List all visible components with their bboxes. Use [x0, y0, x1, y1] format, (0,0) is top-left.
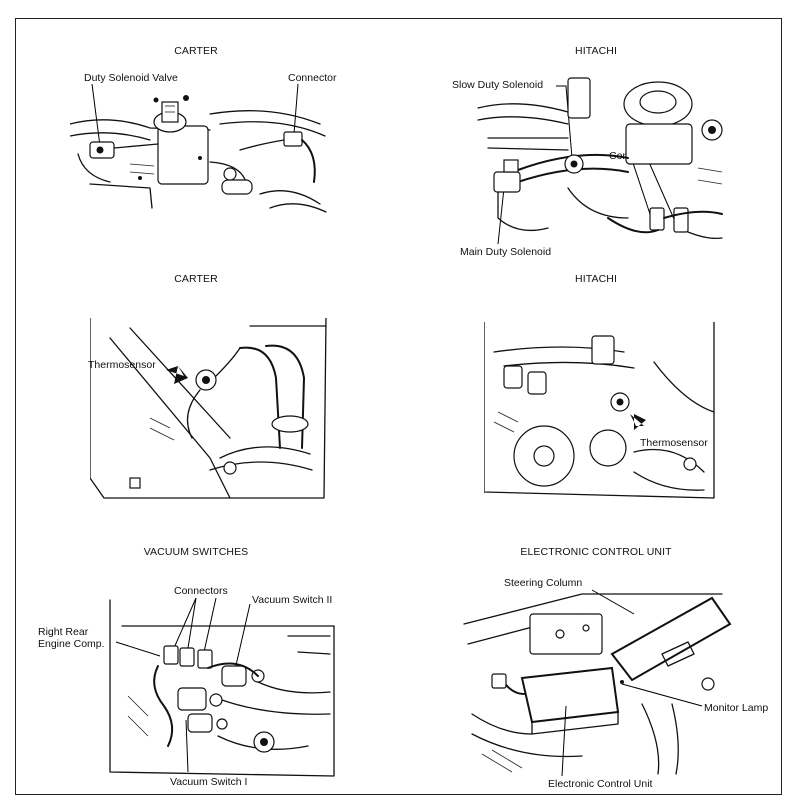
- hitachi-thermosensor-illustration: [484, 322, 715, 499]
- panel-title: VACUUM SWITCHES: [143, 546, 249, 558]
- carter-thermosensor-illustration: [90, 318, 327, 499]
- callout-connectors: Connectors: [174, 585, 228, 597]
- callout-connector: Connector: [288, 72, 337, 84]
- panel-title: CARTER: [174, 45, 218, 57]
- panel-title: HITACHI: [575, 45, 617, 57]
- callout-main-duty-solenoid: Main Duty Solenoid: [460, 246, 552, 258]
- callout-duty-solenoid-valve: Duty Solenoid Valve: [84, 72, 178, 84]
- panel-title: CARTER: [174, 273, 218, 285]
- callout-right-rear: Right Rear: [38, 626, 89, 638]
- callout-thermosensor: Thermosensor: [88, 359, 156, 371]
- panel-title: ELECTRONIC CONTROL UNIT: [520, 546, 672, 558]
- callout-thermosensor: Thermosensor: [640, 437, 708, 449]
- vacuum-switches-illustration: [109, 597, 335, 777]
- callout-vacuum-switch-i: Vacuum Switch I: [170, 776, 248, 788]
- figure-frame: [15, 18, 782, 795]
- carter-carburetor-illustration: [70, 84, 327, 213]
- panel-title: HITACHI: [575, 273, 617, 285]
- ecu-illustration: [463, 589, 732, 776]
- callout-steering-column: Steering Column: [504, 577, 583, 589]
- callout-electronic-control-unit: Electronic Control Unit: [548, 778, 653, 790]
- callout-monitor-lamp: Monitor Lamp: [704, 702, 769, 714]
- hitachi-carburetor-illustration: [477, 77, 723, 245]
- callout-slow-duty-solenoid: Slow Duty Solenoid: [452, 79, 544, 91]
- callout-engine-comp: Engine Comp.: [38, 638, 105, 650]
- callout-vacuum-switch-ii: Vacuum Switch II: [252, 594, 333, 606]
